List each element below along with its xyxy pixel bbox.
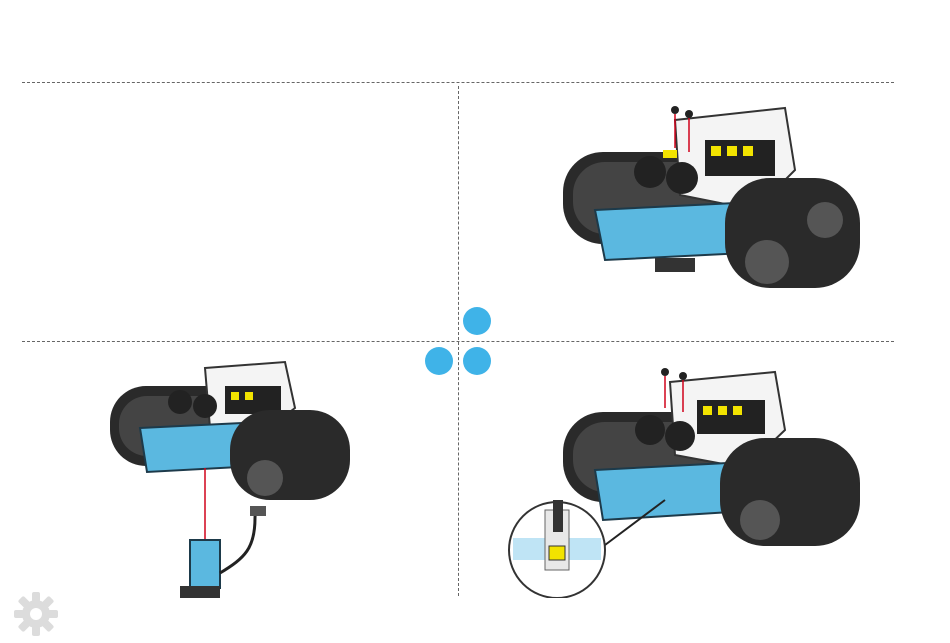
robot-tank-screws-icon (555, 100, 865, 300)
panel-bottom-left (105, 358, 355, 608)
robot-tank-sensor-cable-icon (105, 358, 355, 608)
step-dot-top[interactable] (463, 307, 491, 335)
center-divider (458, 86, 459, 596)
step-dot-left[interactable] (425, 347, 453, 375)
panel-top-left (22, 86, 456, 338)
step-dot-right[interactable] (463, 347, 491, 375)
gear-icon (12, 590, 60, 638)
robot-tank-port-detail-icon (505, 360, 875, 598)
top-divider (22, 82, 894, 83)
panel-top-right (555, 100, 865, 300)
panel-bottom-right (505, 360, 875, 598)
